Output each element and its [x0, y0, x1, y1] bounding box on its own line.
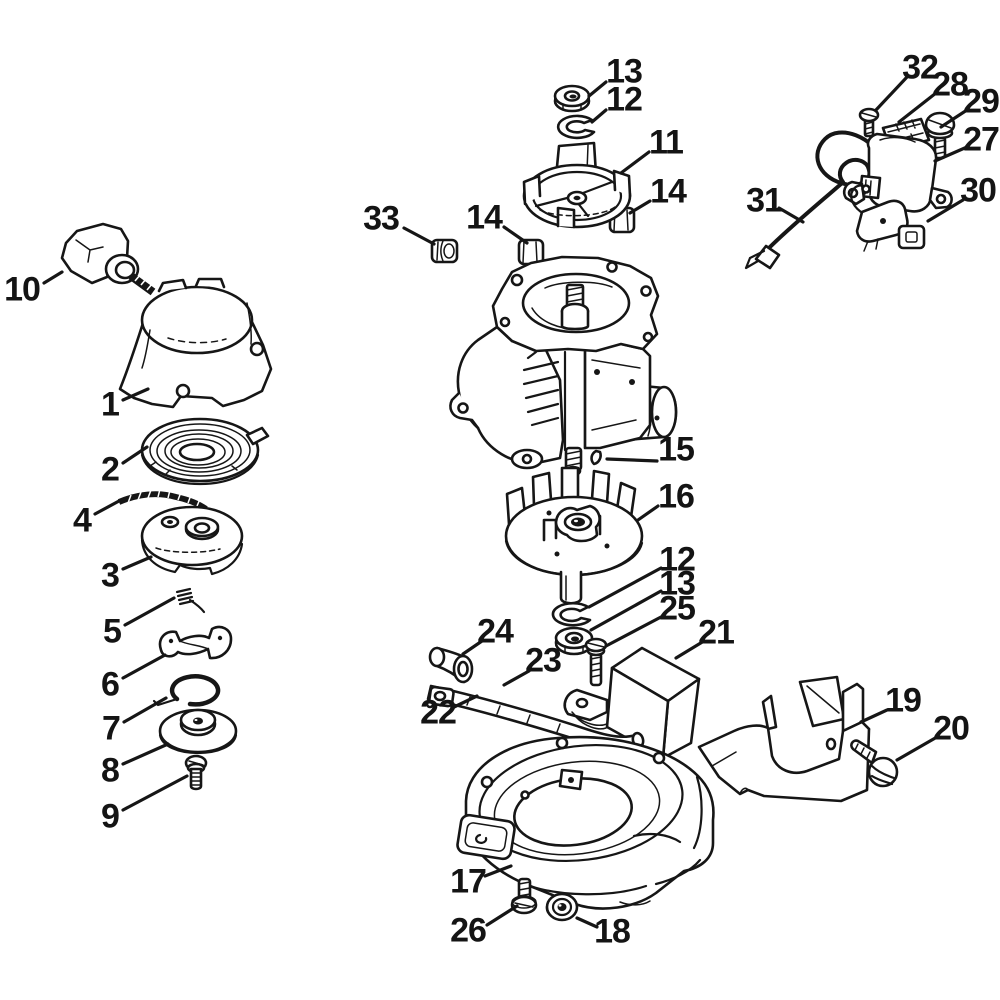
starter-rope: [117, 488, 208, 512]
leader-32: [874, 75, 909, 112]
leader-33: [402, 226, 436, 246]
hex-nut-bottom: [554, 626, 594, 656]
leader-28: [897, 91, 938, 124]
lock-nut-33: [430, 238, 459, 264]
hex-nut-top: [553, 84, 591, 113]
fan-housing: [456, 735, 715, 910]
leader-20: [895, 735, 939, 762]
leader-12-top: [590, 108, 608, 124]
leader-6: [121, 653, 167, 680]
starter-cover: [118, 277, 273, 409]
leader-9: [121, 774, 189, 812]
leader-14-left: [502, 225, 529, 245]
screw-25: [584, 637, 608, 687]
leader-5: [123, 596, 176, 627]
ignition-module: [563, 646, 701, 760]
leader-14-right: [628, 199, 652, 215]
leader-25: [604, 615, 663, 648]
leader-15: [605, 457, 659, 463]
leader-8: [121, 742, 170, 766]
ignition-coil: [842, 132, 953, 213]
leader-7: [122, 696, 168, 724]
bushing-24: [428, 646, 474, 684]
leader-22: [450, 694, 479, 710]
screw-26: [510, 877, 538, 915]
contact-spring-30: [850, 184, 926, 252]
leader-19: [859, 708, 889, 724]
leader-12-bottom: [587, 566, 663, 609]
leader-27: [933, 145, 969, 163]
flywheel: [504, 466, 644, 605]
leader-13-bottom: [589, 589, 663, 632]
leader-23: [502, 669, 531, 687]
leader-10: [42, 270, 64, 285]
leader-18: [575, 916, 599, 929]
leader-29: [939, 108, 969, 129]
screw-20: [850, 739, 899, 788]
starter-screw: [184, 754, 208, 791]
leader-3: [121, 555, 153, 571]
starter-grip: [60, 222, 156, 296]
leader-11: [619, 150, 651, 175]
screw-32: [858, 107, 880, 138]
leader-13-top: [587, 80, 608, 98]
starter-washer-disc: [158, 708, 238, 755]
spring-washer-bottom: [551, 601, 592, 627]
hose-clamp: [425, 685, 455, 709]
engine-crankcase: [449, 255, 678, 477]
leader-31: [777, 206, 805, 224]
grommet-18: [545, 892, 579, 922]
rewind-spring-coil: [140, 417, 270, 486]
leader-16: [636, 504, 660, 522]
pawl-block-left: [517, 238, 545, 266]
pawl-spring: [175, 587, 206, 614]
leader-2: [121, 445, 149, 465]
leader-lines: [42, 75, 969, 929]
plug-15: [590, 449, 602, 466]
leader-21: [674, 639, 706, 660]
leader-24: [461, 639, 484, 656]
shield-cover-19: [697, 675, 871, 803]
rope-rotor: [140, 505, 244, 576]
leader-1: [121, 387, 150, 402]
spring-washer-top: [556, 114, 596, 140]
leader-30: [926, 198, 965, 223]
starter-cup: [522, 141, 632, 229]
leader-4: [93, 499, 121, 516]
starter-pawl: [158, 625, 233, 660]
leader-26: [485, 904, 519, 927]
leader-17: [483, 864, 513, 878]
